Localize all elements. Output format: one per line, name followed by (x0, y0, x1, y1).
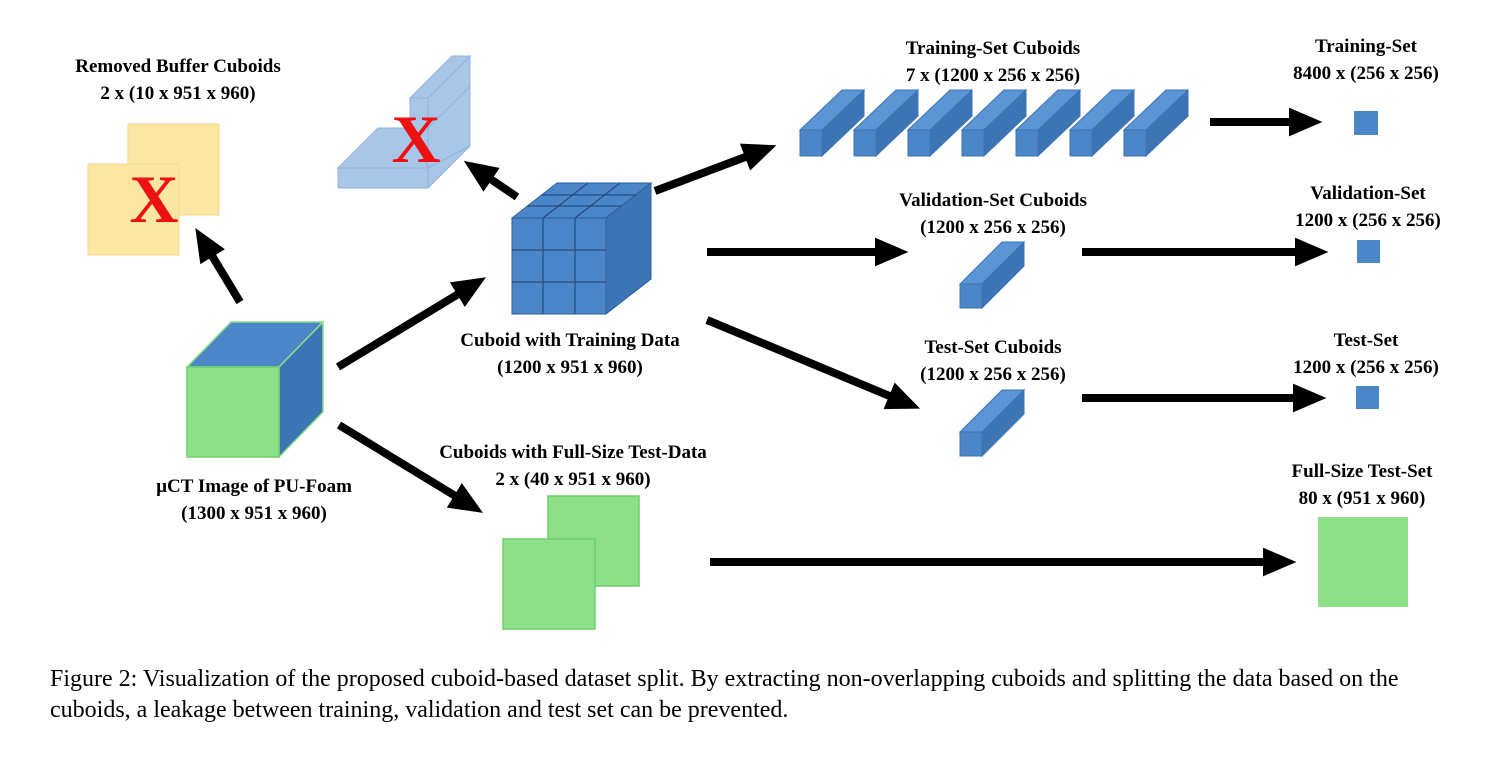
fullsize-test-set-title: Full-Size Test-Set (1292, 461, 1434, 482)
training-set-cuboid-bar (1014, 88, 1082, 158)
training-set-cuboid-bar (1122, 88, 1190, 158)
training-set-cuboid-bar (852, 88, 920, 158)
validation-set-cuboids-title: Validation-Set Cuboids (899, 190, 1087, 211)
removed-buffer-x-mark: X (129, 161, 178, 237)
test-set-cuboid-bar (958, 388, 1026, 458)
arrow-to-test-set-cuboids (705, 316, 921, 410)
training-data-cube (510, 181, 653, 316)
training-set-cuboids-dims: 7 x (1200 x 256 x 256) (906, 65, 1080, 86)
validation-set-cuboids-dims: (1200 x 256 x 256) (920, 217, 1066, 238)
validation-set-cuboid-bar (958, 240, 1026, 310)
training-cuboid-title: Cuboid with Training Data (460, 330, 680, 351)
validation-set-square (1357, 240, 1380, 263)
arrow-foam-to-training-cuboid (335, 277, 486, 371)
validation-set-title: Validation-Set (1310, 183, 1426, 204)
removed-corner-shape (336, 54, 472, 190)
fullsize-cuboids-dims: 2 x (40 x 951 x 960) (495, 469, 650, 490)
training-set-cuboid-bars (798, 88, 1190, 158)
training-set-cuboid-bar (960, 88, 1028, 158)
removed-buffer-dims: 2 x (10 x 951 x 960) (100, 83, 255, 104)
test-set-cuboids-title: Test-Set Cuboids (924, 337, 1061, 358)
foam-title: µCT Image of PU-Foam (156, 476, 352, 497)
test-set-square (1356, 386, 1379, 409)
training-set-title: Training-Set (1315, 36, 1418, 57)
fullsize-test-set-square (1318, 517, 1408, 607)
removed-buffer-title: Removed Buffer Cuboids (75, 56, 281, 77)
training-set-square (1354, 111, 1378, 135)
test-set-dims: 1200 x (256 x 256) (1293, 357, 1439, 378)
training-set-cuboid-bar (1068, 88, 1136, 158)
fullsize-cuboid-planes (502, 495, 640, 630)
training-set-dims: 8400 x (256 x 256) (1293, 63, 1439, 84)
arrow-training-cuboid-to-removed-corner (463, 160, 520, 201)
arrow-foam-to-fullsize-cuboids (336, 421, 483, 513)
test-set-title: Test-Set (1334, 330, 1399, 351)
foam-cube (185, 320, 325, 459)
arrow-foam-to-removed-buffer (195, 227, 244, 305)
training-set-cuboid-bar (906, 88, 974, 158)
training-set-cuboids-title: Training-Set Cuboids (906, 38, 1080, 59)
training-cuboid-dims: (1200 x 951 x 960) (497, 357, 643, 378)
test-set-cuboids-dims: (1200 x 256 x 256) (920, 364, 1066, 385)
removed-buffer-planes (87, 123, 220, 256)
removed-corner-x-mark: X (391, 101, 440, 177)
fullsize-test-set-dims: 80 x (951 x 960) (1299, 488, 1426, 509)
training-set-cuboid-bar (798, 88, 866, 158)
fullsize-cuboids-title: Cuboids with Full-Size Test-Data (439, 442, 707, 463)
validation-set-dims: 1200 x (256 x 256) (1295, 210, 1441, 231)
dataset-split-diagram: µCT Image of PU-Foam (1300 x 951 x 960) … (75, 36, 1441, 630)
arrow-to-training-set-cuboids (653, 143, 777, 195)
foam-dims: (1300 x 951 x 960) (181, 503, 327, 524)
figure-caption: Figure 2: Visualization of the proposed … (50, 666, 1399, 723)
